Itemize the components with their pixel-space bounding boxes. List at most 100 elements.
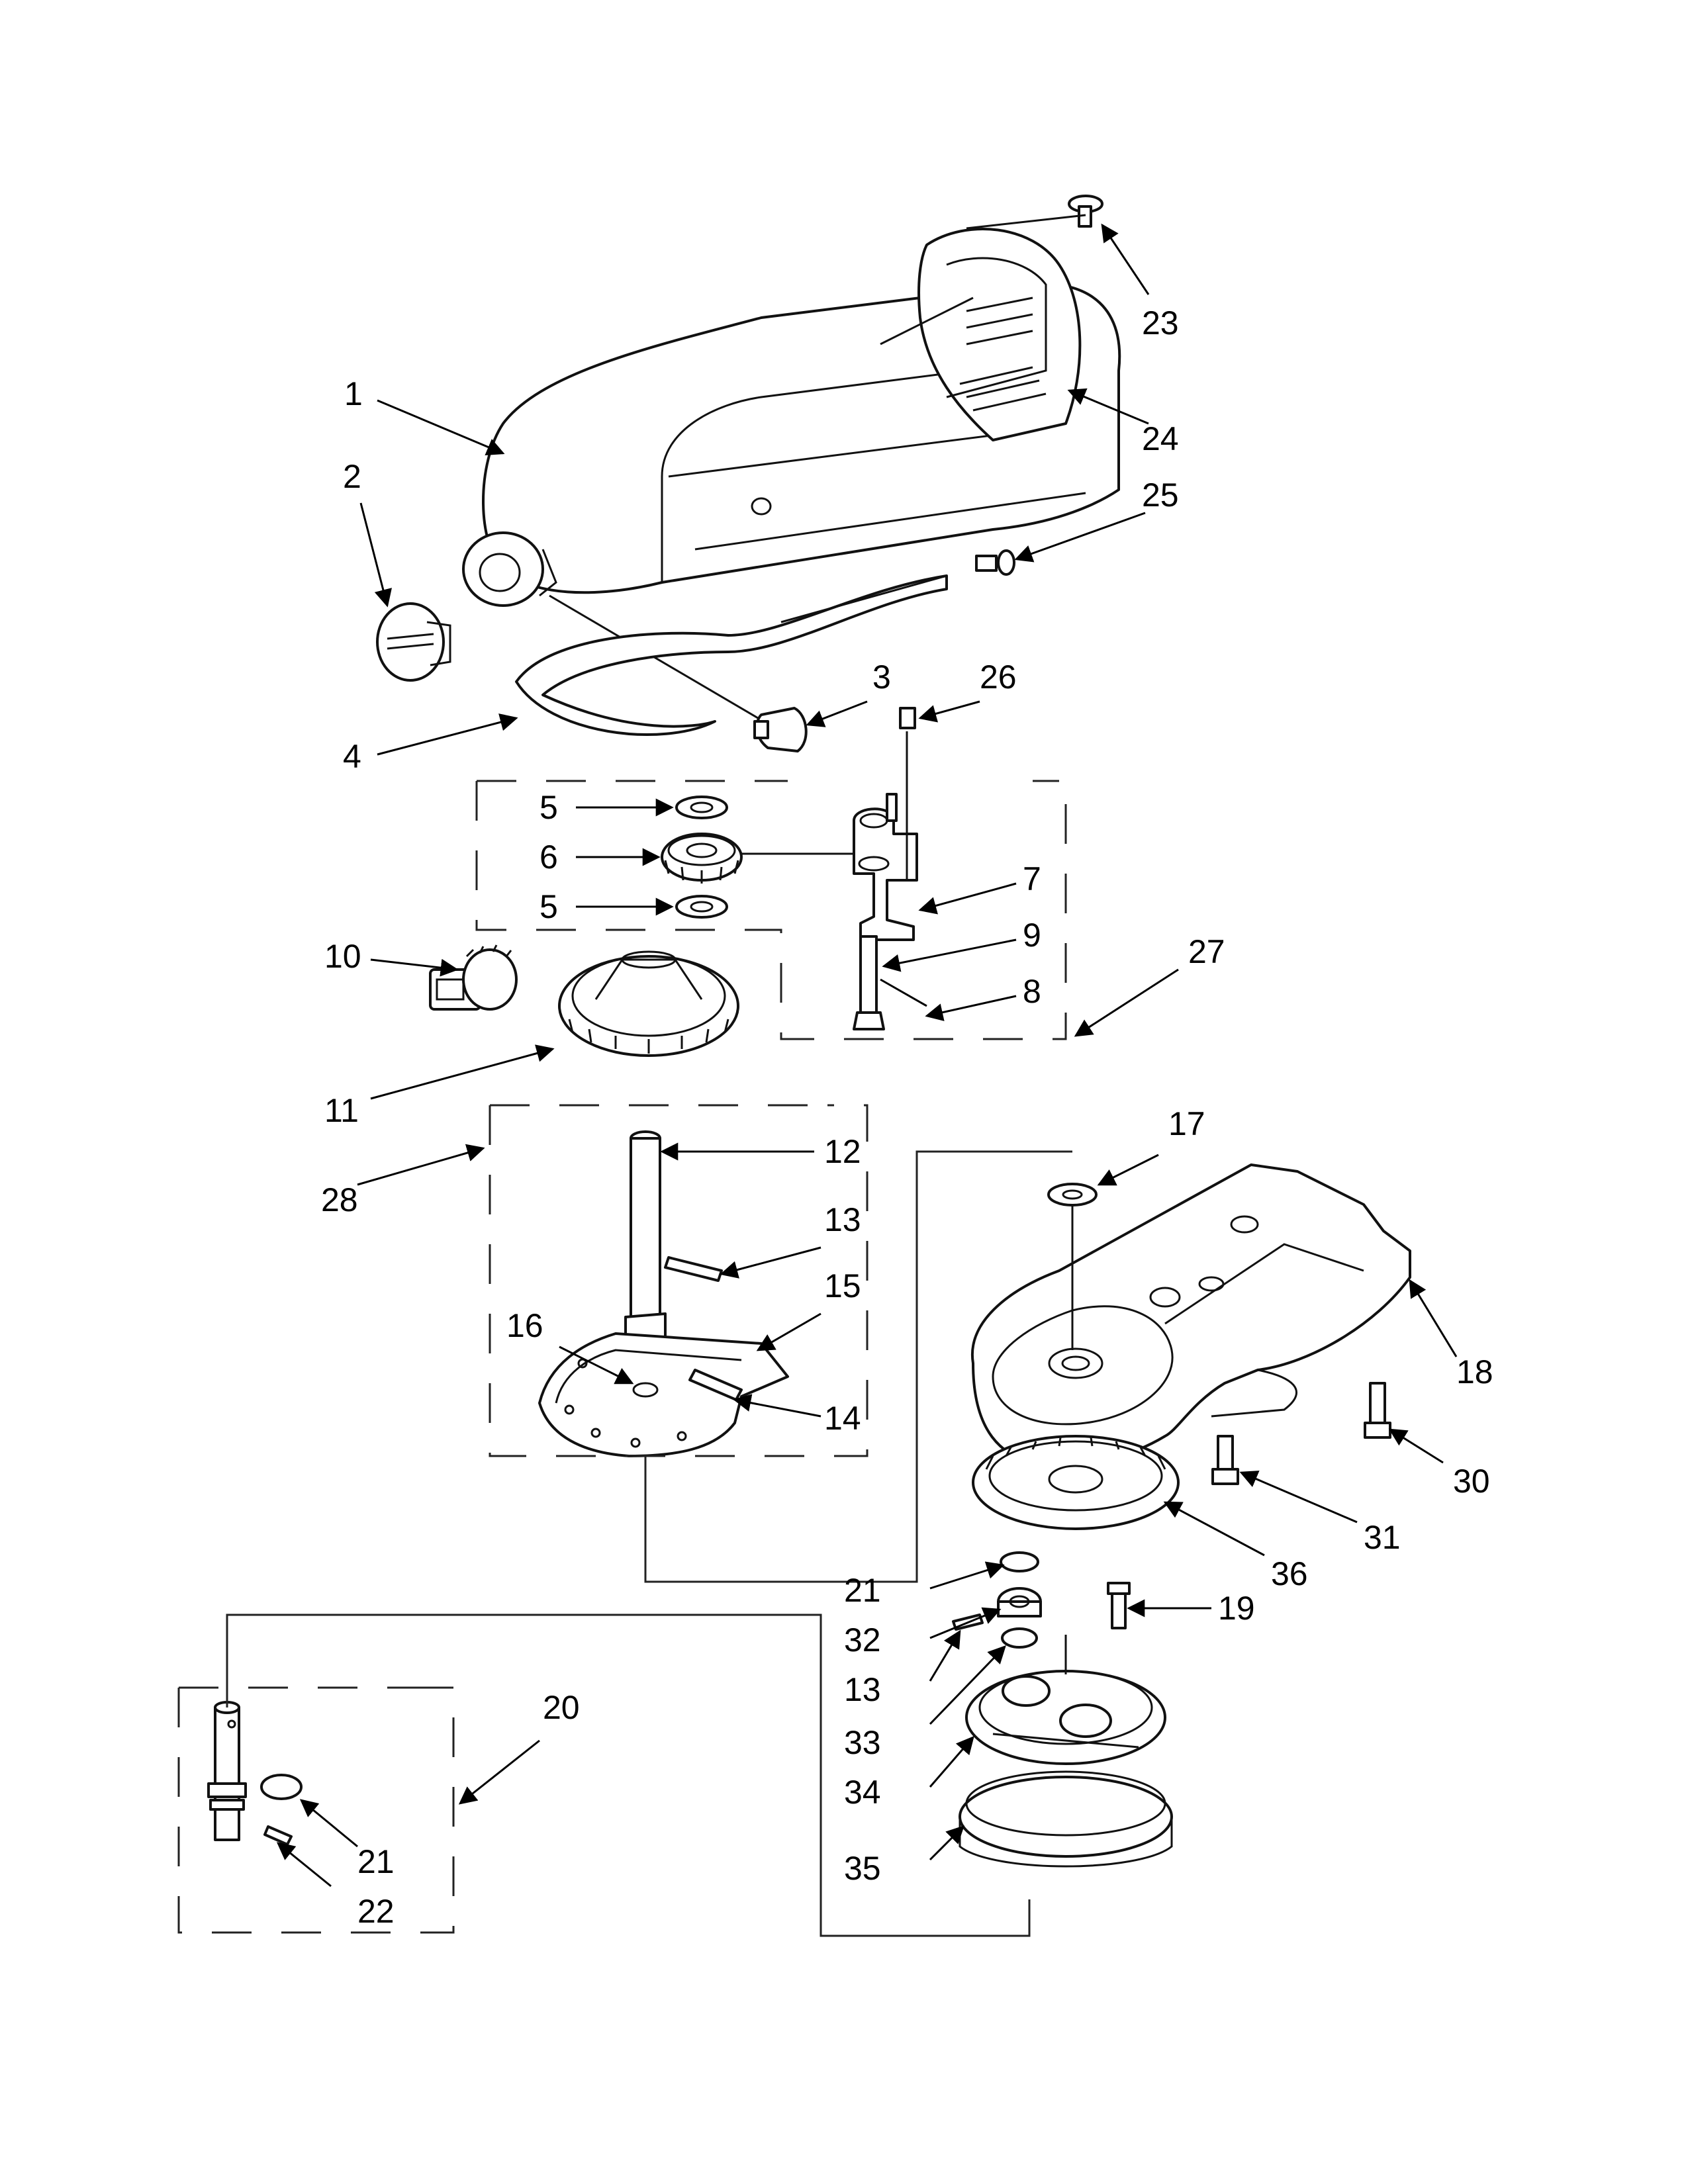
label-23: 23	[1142, 304, 1179, 341]
leader-24	[1067, 388, 1149, 425]
pin-13	[664, 1256, 723, 1282]
leader-2	[359, 502, 392, 608]
callout-labels: 1 2 3 4 5 6 5 7 8 9 10 11 12 13 14 15 16…	[321, 304, 1493, 1930]
label-24: 24	[1142, 420, 1179, 457]
screw-25	[975, 549, 1015, 576]
leader-27	[1074, 968, 1179, 1037]
leader-3	[806, 700, 868, 727]
label-5b: 5	[539, 888, 558, 925]
leader-20	[458, 1739, 540, 1805]
leader-28	[357, 1144, 485, 1186]
washer-bottom	[675, 895, 728, 919]
leader-18	[1409, 1279, 1458, 1357]
label-21b: 21	[357, 1843, 395, 1880]
label-2: 2	[343, 458, 361, 495]
gear-bracket	[853, 731, 918, 941]
leader-26	[918, 700, 980, 723]
label-20: 20	[543, 1689, 580, 1726]
screw-31	[1211, 1435, 1239, 1485]
leader-30	[1388, 1428, 1444, 1464]
gear-plate-gasket	[538, 1332, 789, 1457]
retaining-ring-center	[1000, 1551, 1039, 1572]
label-18: 18	[1456, 1353, 1493, 1390]
leader-21b	[299, 1799, 358, 1848]
leader-11	[370, 1044, 555, 1100]
label-17: 17	[1168, 1105, 1205, 1142]
label-12: 12	[824, 1133, 861, 1170]
label-34: 34	[844, 1774, 881, 1811]
leader-32	[929, 1607, 1002, 1639]
pin-22	[263, 1825, 293, 1846]
label-1: 1	[344, 375, 363, 412]
leader-10	[370, 958, 459, 977]
washer-17	[1047, 1183, 1098, 1206]
leader-23	[1101, 223, 1150, 295]
label-36: 36	[1271, 1555, 1308, 1592]
label-35: 35	[844, 1850, 881, 1887]
shaft-pin	[880, 978, 927, 1007]
leader-lines	[276, 223, 1458, 1888]
leader-16	[559, 1345, 634, 1385]
hub-cover	[376, 602, 451, 682]
label-10: 10	[324, 938, 361, 975]
leader-15	[756, 1312, 821, 1351]
label-28: 28	[321, 1181, 358, 1218]
planetary-carrier	[965, 1635, 1166, 1765]
label-13b: 13	[844, 1671, 881, 1708]
bevel-gear	[558, 950, 739, 1057]
leader-36	[1163, 1501, 1265, 1557]
leader-35	[929, 1825, 964, 1861]
label-16: 16	[506, 1307, 543, 1344]
label-32: 32	[844, 1621, 881, 1659]
gasket-hole	[632, 1382, 659, 1398]
leader-33	[929, 1645, 1006, 1725]
label-30: 30	[1453, 1463, 1490, 1500]
trim-band	[515, 574, 948, 736]
leader-4	[377, 713, 518, 756]
leader-1	[377, 399, 505, 456]
leader-21a	[929, 1561, 1005, 1590]
label-15: 15	[824, 1267, 861, 1304]
label-6: 6	[539, 839, 558, 876]
label-4: 4	[343, 738, 361, 775]
leader-14	[733, 1394, 821, 1418]
label-14: 14	[824, 1400, 861, 1437]
leader-8	[925, 995, 1017, 1021]
washer-33	[1001, 1627, 1038, 1649]
label-31: 31	[1364, 1519, 1401, 1556]
screw-19	[1107, 1582, 1131, 1629]
leader-31	[1239, 1471, 1358, 1524]
leader-22	[276, 1842, 332, 1888]
screw-23	[966, 195, 1103, 230]
label-27: 27	[1188, 933, 1225, 970]
rear-housing-cover	[880, 228, 1082, 441]
label-7: 7	[1023, 860, 1041, 897]
clamp-ring	[959, 1770, 1173, 1868]
leader-7	[918, 882, 1017, 915]
ring-gear	[972, 1435, 1180, 1530]
leader-17	[1097, 1154, 1159, 1186]
screw-26	[899, 707, 916, 729]
label-8: 8	[1023, 973, 1041, 1010]
group-boxes	[177, 780, 1072, 1937]
label-13a: 13	[824, 1201, 861, 1238]
part-drawings	[207, 195, 1411, 1868]
label-5a: 5	[539, 789, 558, 826]
label-26: 26	[980, 659, 1017, 696]
planetary-gear	[997, 1587, 1042, 1617]
leader-13b	[929, 1629, 961, 1682]
leader-13a	[720, 1246, 821, 1279]
leader-34	[929, 1735, 974, 1788]
gear-case	[970, 1163, 1411, 1468]
label-19: 19	[1218, 1590, 1255, 1627]
leader-9	[882, 938, 1017, 972]
agitator-shaft	[207, 1701, 247, 1841]
label-25: 25	[1142, 477, 1179, 514]
bevel-pinion	[429, 944, 518, 1011]
label-9: 9	[1023, 917, 1041, 954]
screw-30	[1364, 1382, 1391, 1439]
label-33: 33	[844, 1724, 881, 1761]
label-11: 11	[324, 1092, 359, 1129]
retaining-ring-left	[260, 1774, 303, 1800]
